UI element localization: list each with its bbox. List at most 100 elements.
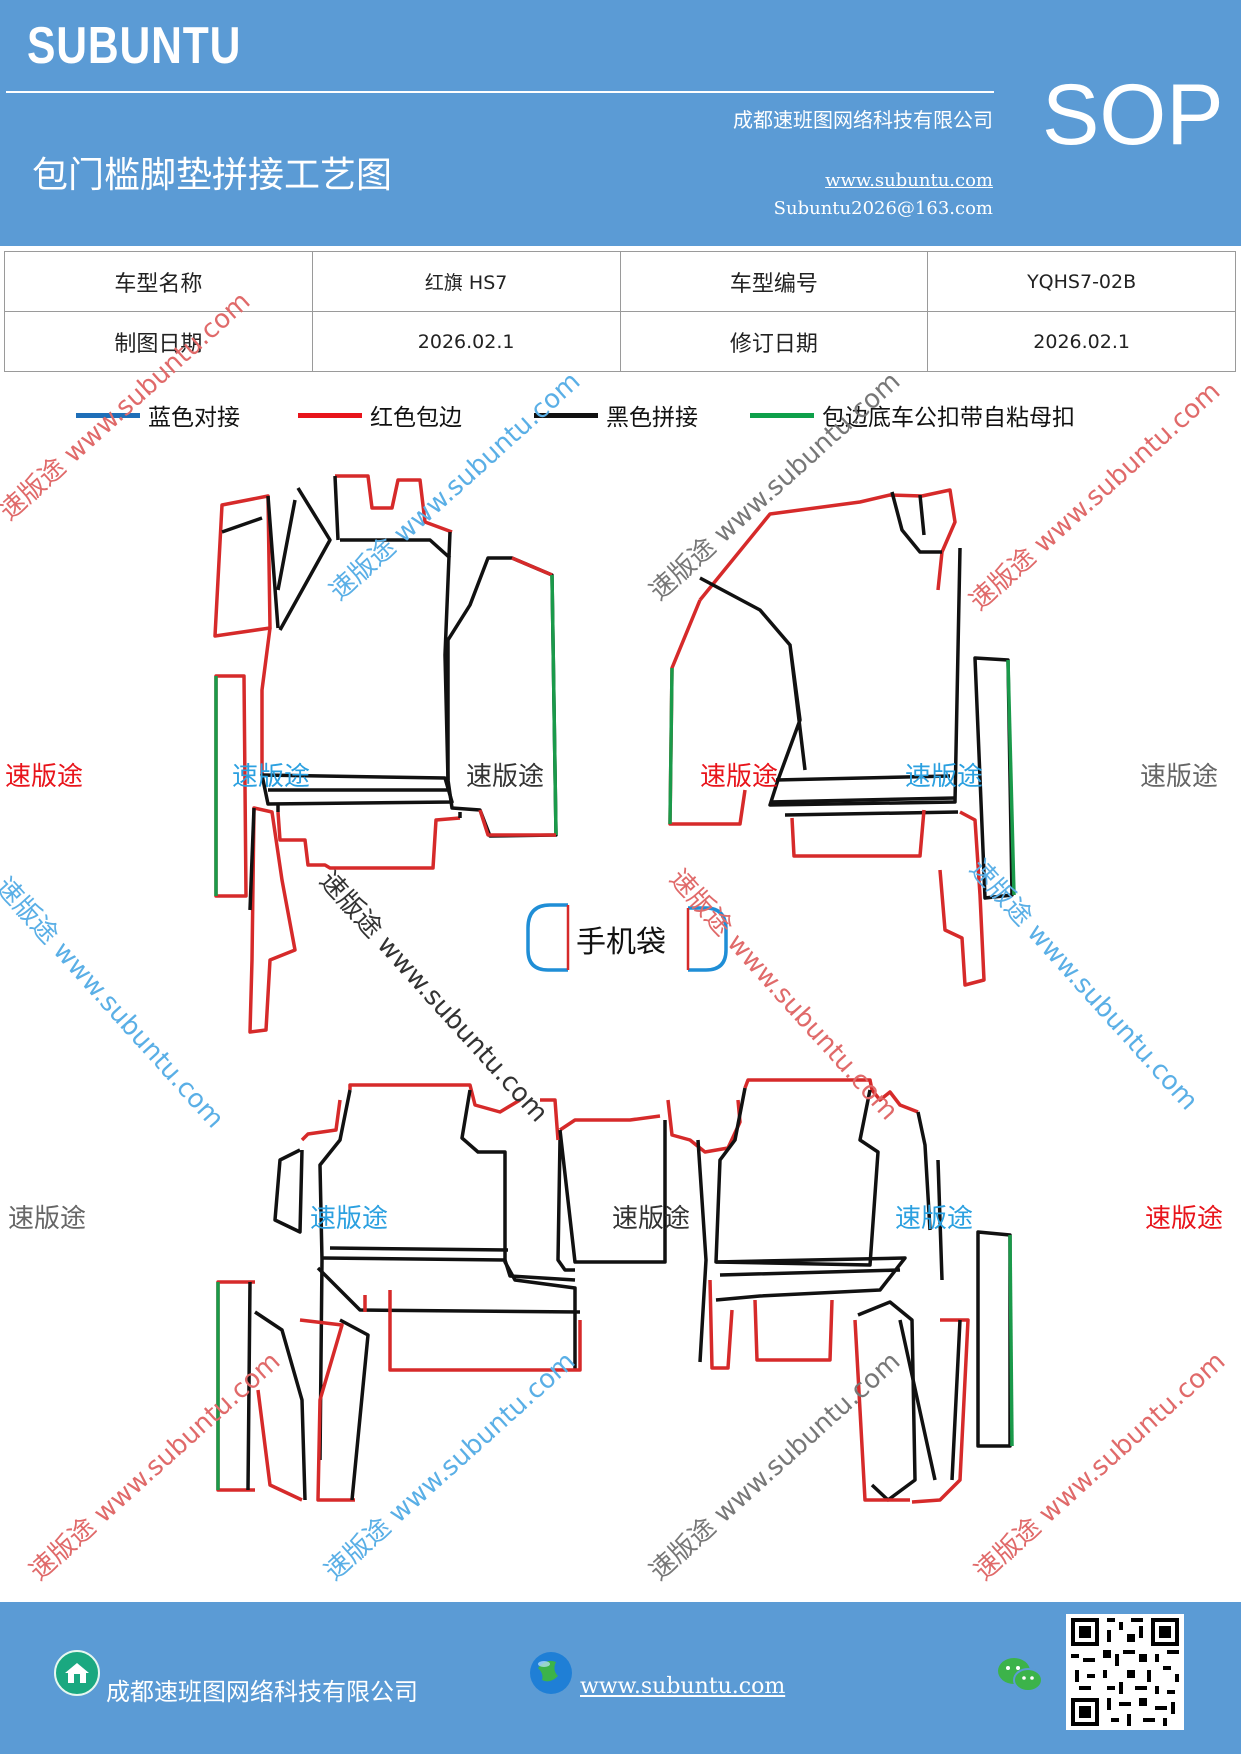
fl-bottom-edge — [276, 811, 461, 870]
watermark: 速版途 — [700, 762, 779, 792]
rr-snap-edge — [1008, 1234, 1014, 1447]
legend-swatch — [76, 412, 140, 418]
model-name-label: 车型名称 — [4, 251, 313, 312]
legend-swatch — [750, 412, 814, 418]
header-email[interactable]: Subuntu2026@163.com — [773, 198, 993, 219]
footer-banner: 成都速班图网络科技有限公司 www.subuntu.com — [0, 1602, 1241, 1754]
phone-pocket — [526, 903, 728, 972]
fl-snap-edge — [550, 574, 558, 836]
rr-seam — [898, 1319, 962, 1481]
watermark: 速版途 — [466, 762, 545, 792]
legend-item-red: 红色包边 — [298, 398, 462, 432]
fr-bottom-edge — [790, 809, 926, 858]
fr-sill-strip — [973, 656, 1014, 900]
legend-item-green: 包边底车公扣带自粘母扣 — [750, 398, 1075, 432]
phone-pocket-right — [688, 906, 728, 972]
watermark: 速版途 — [232, 762, 311, 792]
model-code-label: 车型编号 — [619, 251, 929, 312]
fr-side-strip — [938, 810, 986, 987]
page-title: 包门槛脚垫拼接工艺图 — [32, 155, 393, 196]
home-icon — [54, 1650, 100, 1696]
footer-website-link[interactable]: www.subuntu.com — [580, 1674, 786, 1699]
watermark: 速版途 — [310, 1204, 389, 1234]
legend: 蓝色对接 红色包边 黑色拼接 包边底车公扣带自粘母扣 — [0, 398, 1241, 438]
front-left-mat — [213, 474, 558, 1034]
rl-top-edge — [348, 1083, 521, 1114]
fr-snap-edge — [1006, 659, 1016, 896]
rl-seam — [556, 1139, 575, 1272]
rr-seam — [857, 1300, 917, 1502]
rear-right-mat — [666, 1078, 1014, 1504]
fl-edge — [478, 809, 556, 837]
rr-seam — [715, 1256, 907, 1302]
floor-mat-diagram: 手机袋 — [213, 474, 1016, 1504]
fl-seam — [276, 805, 462, 818]
watermark: 速版途 — [1140, 762, 1219, 792]
qr-code-icon[interactable] — [1066, 1614, 1184, 1730]
watermark: 速版途 — [5, 762, 84, 792]
rl-bottom-edge — [363, 1290, 582, 1372]
front-right-mat — [668, 488, 1016, 987]
watermark: 速版途 — [905, 762, 984, 792]
watermark: 速版途 — [8, 1204, 87, 1234]
rr-seam — [696, 1139, 944, 1363]
rear-left-mat — [216, 1083, 582, 1502]
middle-tunnel-mat — [558, 1114, 667, 1264]
brand-logo: SUBUNTU — [27, 17, 242, 75]
rr-sill-strip — [976, 1230, 1012, 1448]
fl-panel-a — [213, 494, 272, 638]
fl-left-edge — [260, 627, 272, 775]
watermark: 速版途 — [612, 1204, 691, 1234]
draw-date-value: 2026.02.1 — [311, 311, 621, 372]
legend-swatch — [534, 412, 598, 418]
wechat-icon[interactable] — [996, 1656, 1044, 1696]
watermark: 速版途 — [895, 1204, 974, 1234]
rr-edge — [666, 1099, 742, 1154]
draw-date-label: 制图日期 — [4, 311, 313, 372]
legend-swatch — [298, 412, 362, 418]
watermark: 速版途 — [1145, 1204, 1224, 1234]
revise-date-label: 修订日期 — [619, 311, 929, 372]
fl-right-panel — [446, 556, 558, 838]
fr-seam — [769, 774, 959, 817]
fr-snap-edge — [668, 667, 674, 825]
fl-seam — [221, 516, 263, 534]
mid-seam — [558, 1120, 667, 1264]
table-row: 制图日期 2026.02.1 修订日期 2026.02.1 — [4, 311, 1236, 372]
header-website-link[interactable]: www.subuntu.com — [825, 170, 993, 191]
revise-date-value: 2026.02.1 — [927, 311, 1236, 372]
globe-icon — [530, 1652, 572, 1694]
fl-side-strip — [248, 806, 297, 1034]
table-row: 车型名称 红旗 HS7 车型编号 YQHS7-02B — [4, 251, 1236, 312]
legend-item-black: 黑色拼接 — [534, 398, 698, 432]
fr-top-edge — [698, 488, 957, 602]
mid-top-edge — [559, 1114, 661, 1132]
model-code-value: YQHS7-02B — [927, 251, 1236, 312]
rl-edge — [256, 1318, 355, 1502]
fl-seam — [248, 807, 256, 911]
fl-top-edge — [335, 474, 453, 534]
model-name-value: 红旗 HS7 — [311, 251, 621, 312]
info-table: 车型名称 红旗 HS7 车型编号 YQHS7-02B 制图日期 2026.02.… — [4, 251, 1236, 372]
fr-seam — [699, 547, 962, 807]
legend-label: 蓝色对接 — [148, 405, 240, 431]
footer-company: 成都速班图网络科技有限公司 — [106, 1678, 418, 1706]
header-banner: SUBUNTU 成都速班图网络科技有限公司 包门槛脚垫拼接工艺图 www.sub… — [0, 0, 1241, 246]
header-company: 成都速班图网络科技有限公司 — [733, 108, 993, 132]
fl-seam — [266, 487, 332, 631]
legend-label: 包边底车公扣带自粘母扣 — [822, 405, 1075, 431]
rr-top-edge — [743, 1078, 919, 1114]
legend-label: 黑色拼接 — [606, 405, 698, 431]
rl-seam — [339, 1318, 370, 1501]
rl-seam — [246, 1281, 307, 1501]
header-divider — [6, 91, 994, 93]
rl-inner-panel — [273, 1148, 304, 1234]
sop-badge: SOP — [1042, 67, 1224, 163]
rl-edge — [300, 1098, 560, 1142]
legend-item-blue: 蓝色对接 — [76, 398, 240, 432]
phone-pocket-label: 手机袋 — [576, 925, 666, 960]
rr-bottom-edge — [708, 1279, 834, 1370]
legend-label: 红色包边 — [370, 405, 462, 431]
rl-seam — [318, 1089, 577, 1461]
phone-pocket-left — [526, 903, 568, 972]
